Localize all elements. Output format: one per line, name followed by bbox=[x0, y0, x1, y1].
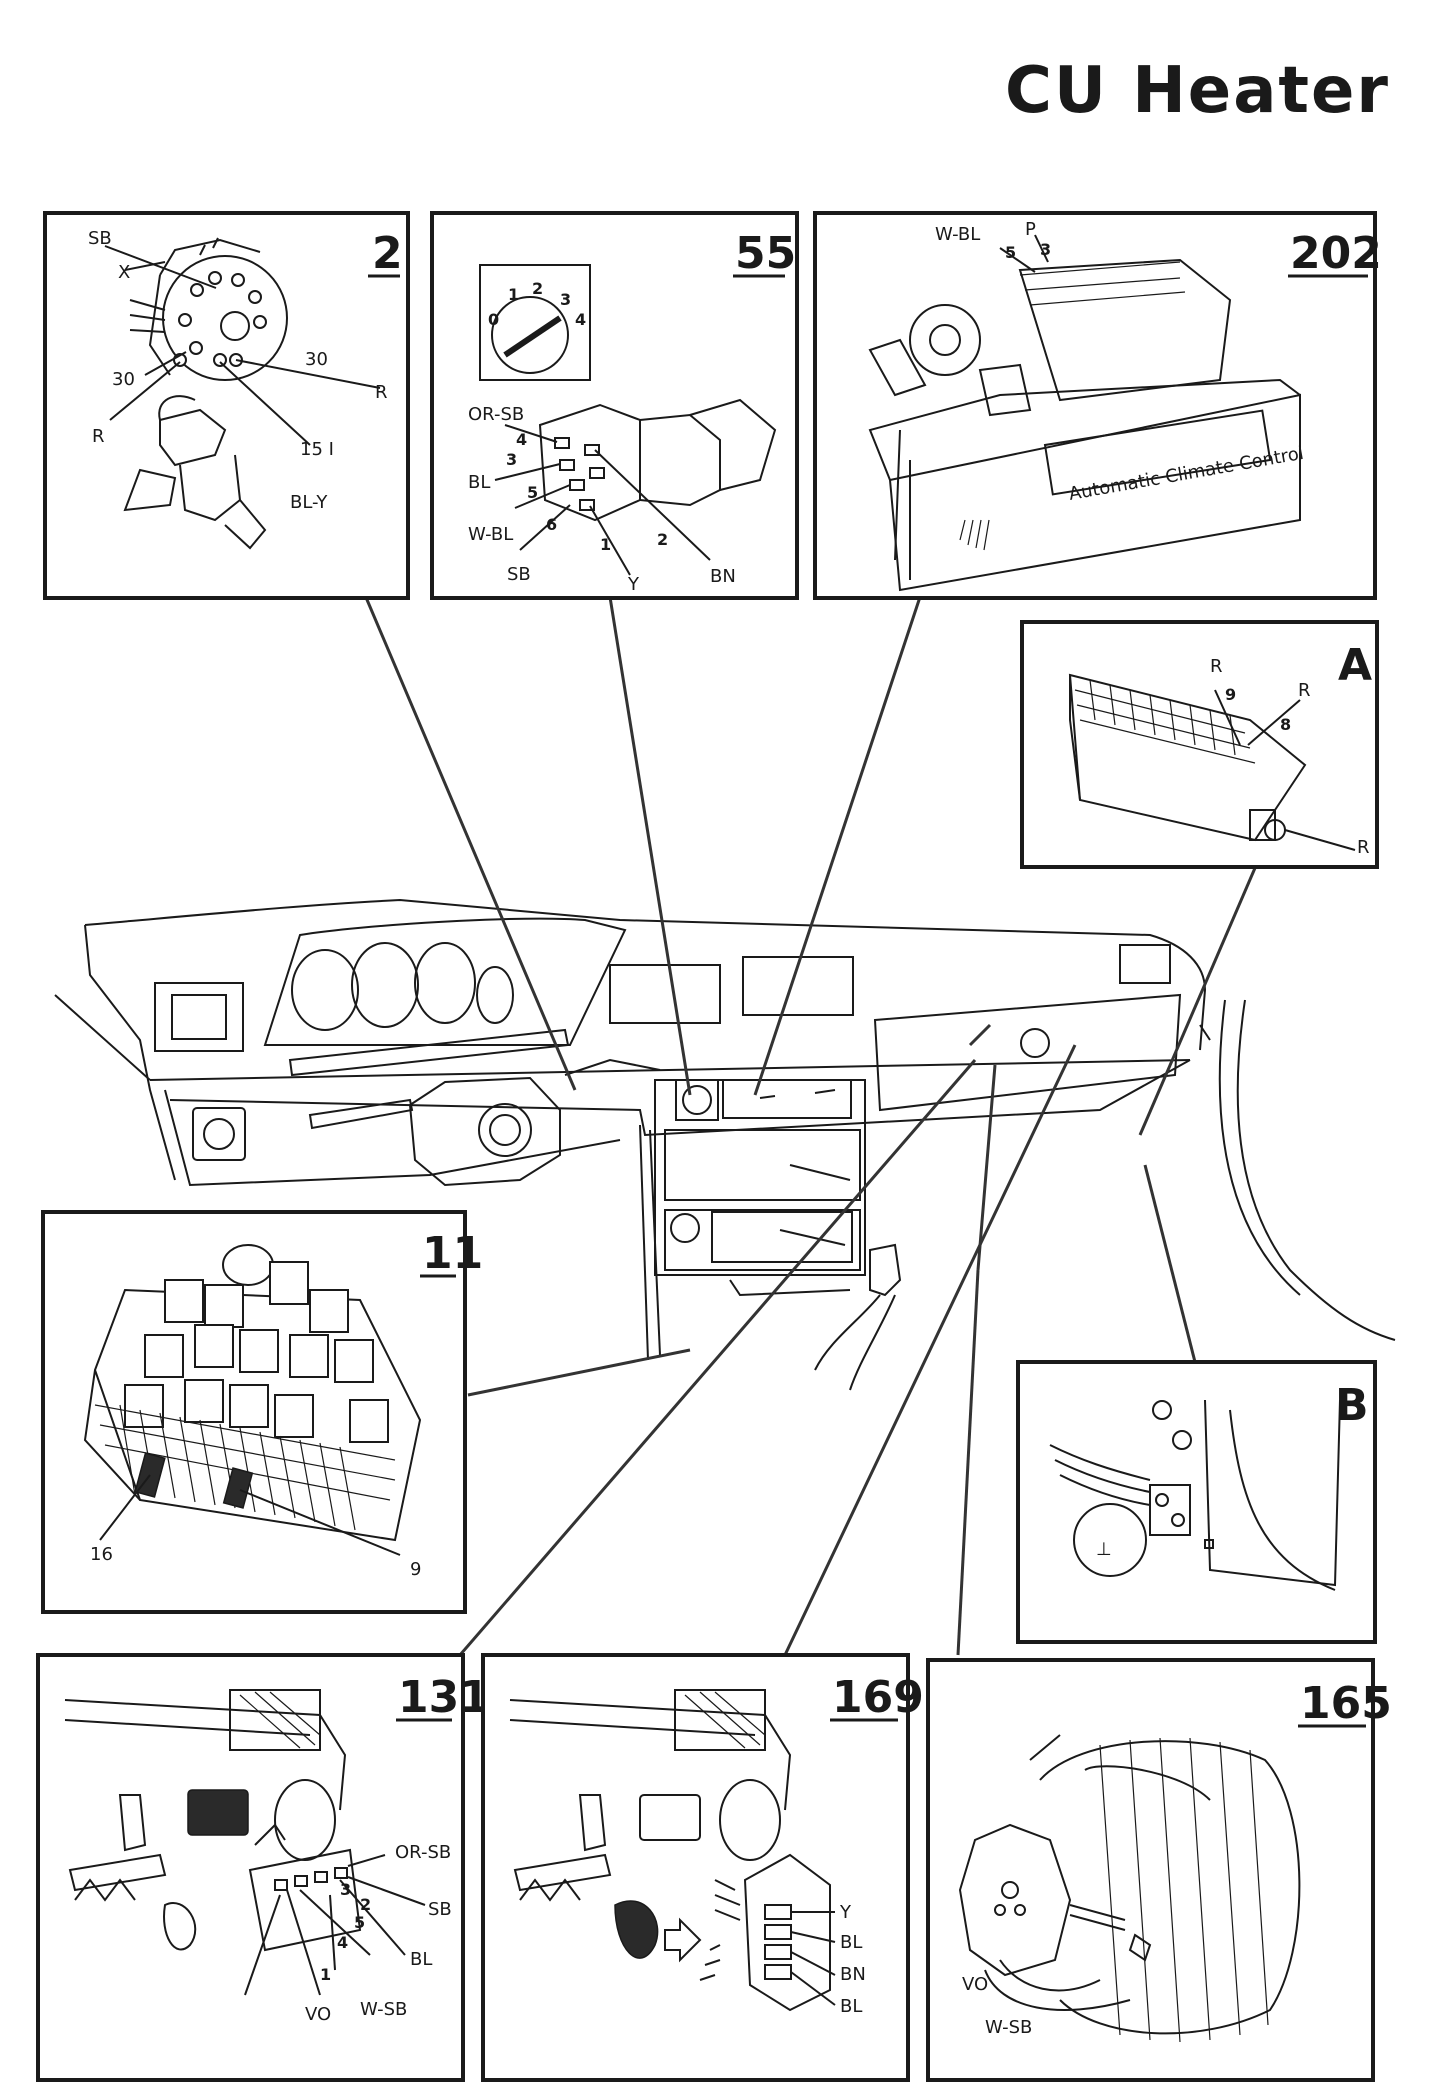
callout-label: 3 bbox=[506, 450, 517, 469]
callout-label: 1 bbox=[320, 1965, 331, 1984]
callout-label: Y bbox=[839, 1902, 852, 1923]
callout-label: R bbox=[1357, 837, 1370, 858]
callout-label: W-BL bbox=[468, 524, 513, 545]
panel-number: 11 bbox=[422, 1228, 483, 1279]
callout-label: 5 bbox=[527, 483, 538, 502]
callout-label: 3 bbox=[560, 290, 571, 309]
panel-A: A R 9 R 8 R bbox=[1020, 620, 1379, 869]
callout-label: BL-Y bbox=[290, 492, 328, 513]
panel-number: 169 bbox=[832, 1672, 924, 1723]
callout-label: BN bbox=[710, 566, 736, 587]
callout-label: W-BL bbox=[935, 224, 980, 245]
callout-label: 4 bbox=[575, 310, 586, 329]
callout-label: VO bbox=[305, 2004, 331, 2025]
panel-131: 131 OR-SB 3 2 SB 5 BL 4 1 VO W-SB bbox=[36, 1653, 490, 2082]
callout-label: 4 bbox=[516, 430, 527, 449]
callout-label: 15 I bbox=[300, 439, 334, 460]
panel-202: 202 Automatic Climate Control W-BL 5 P 3 bbox=[813, 211, 1382, 600]
dashboard-illustration bbox=[54, 898, 1396, 1391]
callout-label: R bbox=[1298, 680, 1311, 701]
panel-number: 202 bbox=[1290, 228, 1382, 279]
page-title: CU Heater bbox=[1005, 54, 1390, 128]
callout-label: ⊥ bbox=[1096, 1539, 1112, 1560]
callout-label: 9 bbox=[410, 1559, 421, 1580]
callout-label: R bbox=[92, 426, 105, 447]
callout-label: 1 bbox=[600, 535, 611, 554]
panel-169: 169 Y BL BN BL bbox=[481, 1653, 924, 2082]
callout-label: 5 bbox=[1005, 243, 1016, 262]
callout-label: 16 bbox=[90, 1544, 113, 1565]
panel-number: 2 bbox=[372, 228, 403, 279]
callout-label: 2 bbox=[532, 279, 543, 298]
callout-label: 30 bbox=[305, 349, 328, 370]
callout-label: 3 bbox=[1040, 240, 1051, 259]
callout-label: R bbox=[1210, 656, 1223, 677]
callout-label: P bbox=[1025, 219, 1036, 240]
callout-label: BN bbox=[840, 1964, 866, 1985]
callout-label: BL bbox=[410, 1949, 432, 1970]
callout-label: BL bbox=[840, 1932, 862, 1953]
panel-55: 55 0 1 2 3 4 OR-SB 4 3 BL 5 W-BL 6 SB 1 bbox=[430, 211, 799, 600]
callout-label: 0 bbox=[488, 310, 499, 329]
callout-label: 1 bbox=[508, 285, 519, 304]
panel-number: 55 bbox=[735, 228, 796, 279]
callout-label: 6 bbox=[546, 515, 557, 534]
callout-label: 2 bbox=[657, 530, 668, 549]
callout-label: OR-SB bbox=[468, 404, 524, 425]
leader-lines bbox=[363, 594, 1257, 1656]
callout-label: Y bbox=[627, 574, 640, 595]
callout-label: W-SB bbox=[360, 1999, 407, 2020]
callout-label: BL bbox=[840, 1996, 862, 2017]
panel-2: 2 SB X 30 R 30 R bbox=[43, 211, 410, 600]
callout-label: SB bbox=[88, 228, 112, 249]
callout-label: 30 bbox=[112, 369, 135, 390]
callout-label: 2 bbox=[360, 1895, 371, 1914]
callout-label: 5 bbox=[354, 1913, 365, 1932]
panel-number: 165 bbox=[1300, 1678, 1392, 1729]
panel-number: 131 bbox=[398, 1672, 490, 1723]
callout-label: VO bbox=[962, 1974, 988, 1995]
callout-label: 8 bbox=[1280, 715, 1291, 734]
callout-label: 3 bbox=[340, 1880, 351, 1899]
callout-label: X bbox=[118, 262, 130, 283]
panel-B: B ⊥ bbox=[1016, 1360, 1377, 1644]
callout-label: BL bbox=[468, 472, 490, 493]
callout-label: 9 bbox=[1225, 685, 1236, 704]
panel-11: 11 16 9 bbox=[41, 1210, 483, 1614]
panel-165: 165 VO W-SB bbox=[926, 1658, 1392, 2082]
callout-label: W-SB bbox=[985, 2017, 1032, 2038]
callout-label: SB bbox=[507, 564, 531, 585]
callout-label: R bbox=[375, 382, 388, 403]
callout-label: OR-SB bbox=[395, 1842, 451, 1863]
panel-number: A bbox=[1338, 640, 1372, 691]
callout-label: SB bbox=[428, 1899, 452, 1920]
callout-label: 4 bbox=[337, 1933, 348, 1952]
